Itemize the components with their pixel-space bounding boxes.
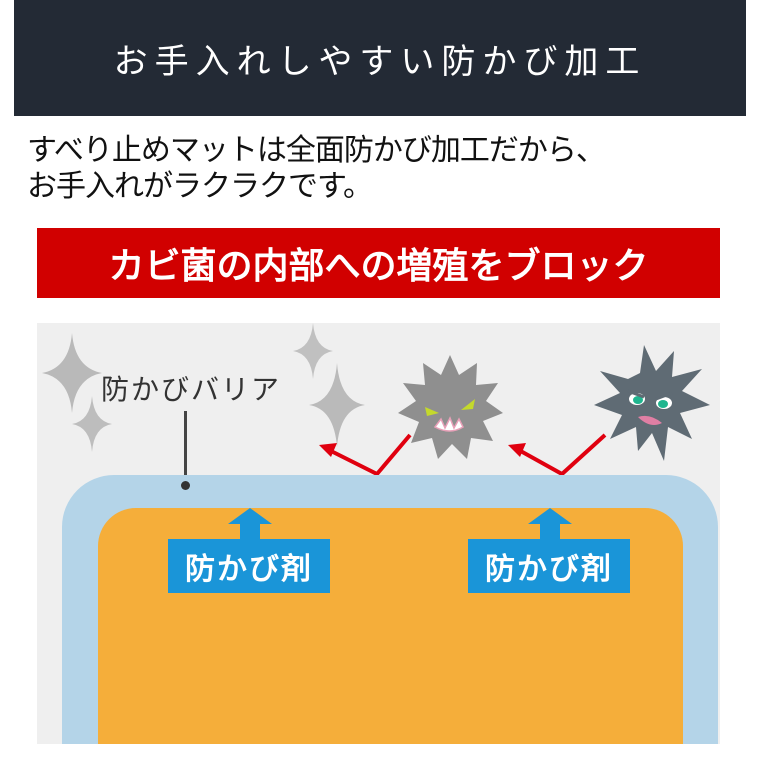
banner-text: カビ菌の内部への増殖をブロック: [108, 246, 649, 287]
diagram-panel: 防かびバリア 防かび剤 防かび剤: [37, 323, 720, 744]
sparkle-icon: [309, 363, 365, 447]
red-bounce-arrow-icon: [319, 433, 412, 477]
antifungal-agent-text: 防かび剤: [485, 552, 613, 587]
barrier-label: 防かびバリア: [101, 373, 282, 406]
red-bounce-arrow-icon: [508, 433, 607, 477]
antifungal-agent-label: 防かび剤: [168, 539, 330, 593]
antifungal-agent-text: 防かび剤: [185, 552, 313, 587]
barrier-leader-line: [184, 411, 187, 483]
subtitle: すべり止めマットは全面防かび加工だから、 お手入れがラクラクです。: [27, 133, 727, 205]
germ-icon: [594, 345, 710, 461]
subtitle-line-1: すべり止めマットは全面防かび加工だから、: [27, 133, 606, 168]
up-arrow-icon: [528, 508, 572, 539]
subtitle-line-2: お手入れがラクラクです。: [27, 169, 373, 204]
sparkle-icon: [72, 396, 112, 452]
header-title: お手入れしやすい防かび加工: [113, 41, 647, 82]
sparkle-icon: [293, 323, 333, 379]
header-bar: お手入れしやすい防かび加工: [14, 0, 746, 116]
germ-icon: [398, 355, 503, 459]
banner: カビ菌の内部への増殖をブロック: [37, 228, 720, 298]
barrier-leader-dot: [181, 481, 190, 490]
sparkle-icon: [42, 333, 102, 413]
antifungal-agent-label: 防かび剤: [468, 539, 630, 593]
up-arrow-icon: [228, 508, 272, 539]
